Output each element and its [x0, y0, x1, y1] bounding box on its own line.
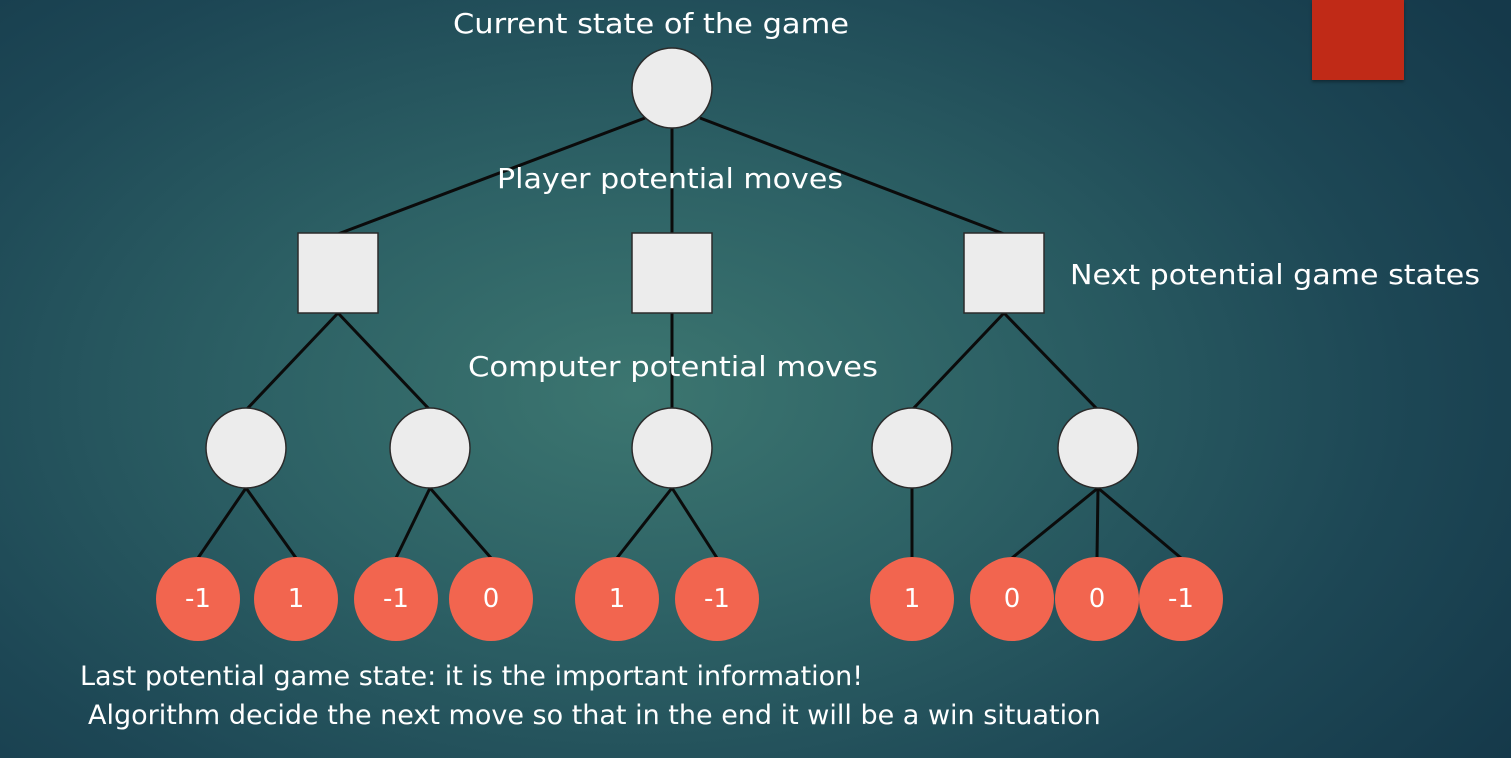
computer-move-node-4 — [871, 407, 953, 489]
next-state-square-1 — [297, 232, 379, 314]
edges-level-2 — [244, 311, 1100, 412]
edge-square-3-circle-5 — [1002, 311, 1100, 412]
edge-circle-5-leaf-8 — [1011, 486, 1099, 560]
edge-circle-2-leaf-3 — [394, 487, 432, 559]
computer-move-node-2 — [389, 407, 471, 489]
edge-root-square-1 — [337, 116, 646, 236]
leaf-2: 1 — [254, 557, 338, 641]
leaf-6: -1 — [675, 557, 759, 641]
leaf-3: -1 — [354, 557, 438, 641]
leaf-8: 0 — [970, 557, 1054, 641]
leaf-node — [870, 557, 954, 641]
computer-move-node-3 — [631, 407, 713, 489]
label-next-states: Next potential game states — [1070, 258, 1480, 291]
leaf-1: -1 — [156, 557, 240, 641]
leaf-10: -1 — [1139, 557, 1223, 641]
edge-circle-1-leaf-1 — [196, 487, 248, 559]
caption-line-2: Algorithm decide the next move so that i… — [88, 700, 1101, 731]
computer-move-node-5 — [1057, 407, 1139, 489]
leaf-value: 0 — [1089, 584, 1106, 614]
caption-line-1: Last potential game state: it is the imp… — [80, 661, 864, 692]
leaf-value: 0 — [1004, 584, 1021, 614]
edge-circle-2-leaf-4 — [428, 487, 493, 559]
leaf-5: 1 — [575, 557, 659, 641]
leaf-value: 0 — [483, 584, 500, 614]
leaf-4: 0 — [449, 557, 533, 641]
label-computer-moves: Computer potential moves — [468, 350, 878, 383]
edge-square-3-circle-4 — [910, 311, 1006, 412]
leaf-node — [1139, 557, 1223, 641]
edges-root — [337, 116, 1005, 236]
next-state-square-3 — [963, 232, 1045, 314]
edge-circle-5-leaf-10 — [1097, 486, 1182, 560]
accent-square — [1312, 0, 1404, 80]
label-current-state: Current state of the game — [453, 7, 849, 40]
leaf-value: -1 — [185, 584, 211, 614]
leaf-7: 1 — [870, 557, 954, 641]
edge-square-1-circle-1 — [244, 311, 340, 412]
computer-move-node-1 — [205, 407, 287, 489]
edge-circle-5-leaf-9 — [1095, 487, 1100, 559]
leaf-value: 1 — [609, 584, 626, 614]
edge-circle-3-leaf-6 — [670, 487, 719, 559]
edge-root-square-3 — [699, 116, 1005, 236]
leaf-node — [449, 557, 533, 641]
leaf-node — [575, 557, 659, 641]
edge-circle-3-leaf-5 — [615, 487, 674, 559]
root-node — [631, 47, 713, 129]
leaf-value: -1 — [1168, 584, 1194, 614]
leaf-value: -1 — [383, 584, 409, 614]
leaf-node — [675, 557, 759, 641]
leaf-value: 1 — [904, 584, 921, 614]
leaf-value: 1 — [288, 584, 305, 614]
leaf-node — [254, 557, 338, 641]
leaf-node — [156, 557, 240, 641]
next-state-square-2 — [631, 232, 713, 314]
edge-circle-1-leaf-2 — [244, 487, 298, 559]
edge-square-1-circle-2 — [336, 311, 432, 412]
leaf-node — [1055, 557, 1139, 641]
leaf-9: 0 — [1055, 557, 1139, 641]
label-player-moves: Player potential moves — [497, 162, 843, 195]
leaf-value: -1 — [704, 584, 730, 614]
leaf-node — [970, 557, 1054, 641]
edges-leaves — [196, 486, 1182, 560]
leaf-node — [354, 557, 438, 641]
